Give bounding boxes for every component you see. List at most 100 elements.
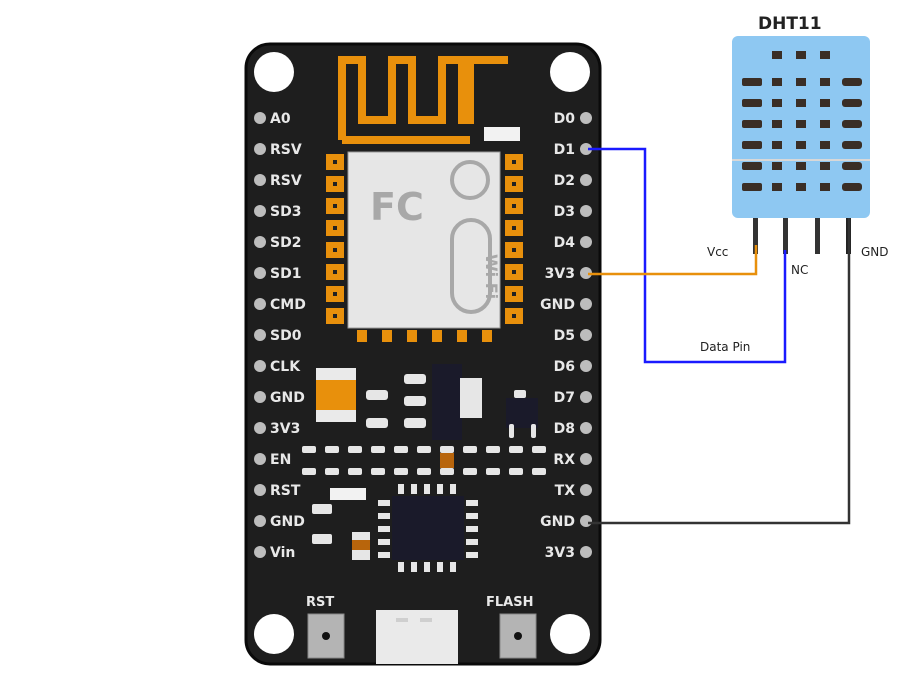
vcc-wire (588, 245, 758, 276)
pin-label: SD1 (270, 266, 301, 282)
grille-slot (742, 141, 762, 149)
chip-pin (437, 484, 443, 494)
smd-pad (312, 534, 332, 544)
grille-slot (796, 141, 806, 149)
gnd-label: GND (861, 245, 889, 259)
pad-hole (333, 226, 337, 230)
grille-slot (742, 162, 762, 170)
grille-slot (796, 120, 806, 128)
header-pin (580, 329, 592, 341)
grille-slot (820, 120, 830, 128)
pin-label: 3V3 (270, 421, 300, 437)
pad-hole (512, 204, 516, 208)
grille-slot (820, 51, 830, 59)
micro-usb-connector (376, 610, 458, 664)
pad-hole (512, 292, 516, 296)
header-pin (254, 484, 266, 496)
pad-hole (512, 160, 516, 164)
pin-label: GND (540, 514, 575, 530)
header-pin (580, 298, 592, 310)
chip-pin (378, 513, 390, 519)
fcc-logo: FC (370, 185, 424, 229)
pad-hole (512, 248, 516, 252)
header-pin (254, 360, 266, 372)
pin-label: GND (540, 297, 575, 313)
smd-pad (532, 446, 546, 453)
pin-label: D1 (554, 142, 575, 158)
pad-hole (333, 204, 337, 208)
smd-pad (417, 446, 431, 453)
chip-pin (424, 484, 430, 494)
pin-label: D6 (554, 359, 575, 375)
grille-slot (742, 183, 762, 191)
smd-pad (417, 468, 431, 475)
pad-hole (512, 182, 516, 186)
chip-pin (466, 526, 478, 532)
pad-hole (333, 160, 337, 164)
resistor-band (440, 453, 454, 468)
chip-pins (378, 484, 478, 572)
smd-pad (460, 378, 482, 418)
smd-pad (302, 468, 316, 475)
pin-label: D7 (554, 390, 575, 406)
pin-label: SD3 (270, 204, 301, 220)
pin-label: Vin (270, 545, 295, 561)
grille-slot (842, 120, 862, 128)
module-pad (432, 330, 442, 342)
pin-label: SD0 (270, 328, 302, 344)
chip-pin (450, 562, 456, 572)
data-wire (588, 147, 787, 364)
header-pin (580, 267, 592, 279)
chip-pin (466, 500, 478, 506)
grille-slot (820, 99, 830, 107)
smd-pad (404, 396, 426, 406)
chip-pin (378, 539, 390, 545)
smd-pad (486, 446, 500, 453)
grille-slot (796, 51, 806, 59)
module-pads (326, 154, 523, 342)
smd-pad (532, 468, 546, 475)
grille-slot (742, 78, 762, 86)
pad-hole (512, 270, 516, 274)
chip-pin (437, 562, 443, 572)
gnd-wire (588, 218, 851, 525)
header-pin (580, 515, 592, 527)
pin-label: D5 (554, 328, 575, 344)
header-pin (580, 422, 592, 434)
smd-pad (325, 468, 339, 475)
smd-pad (394, 446, 408, 453)
led (484, 127, 520, 141)
antenna-trace (338, 56, 508, 140)
header-pin (580, 143, 592, 155)
transistor (506, 398, 538, 428)
pin-label: RX (553, 452, 575, 468)
nc-label: NC (791, 263, 808, 277)
header-pin (254, 515, 266, 527)
grille-slot (796, 183, 806, 191)
grille-slot (796, 162, 806, 170)
chip-pin (466, 513, 478, 519)
smd-pad (509, 468, 523, 475)
smd-pad (348, 468, 362, 475)
smd-pad (366, 418, 388, 428)
smd-pad (440, 446, 454, 453)
grille-slot (820, 141, 830, 149)
pin-label: TX (555, 483, 576, 499)
chip-pin (378, 552, 390, 558)
pin-label: D2 (554, 173, 575, 189)
button-dot (514, 632, 522, 640)
resistor-row (302, 446, 546, 475)
chip-pin (378, 500, 390, 506)
chip-pin (450, 484, 456, 494)
pin-label: EN (270, 452, 291, 468)
grille-slot (842, 99, 862, 107)
header-pin (254, 453, 266, 465)
header-pin (580, 391, 592, 403)
grille-slot (742, 99, 762, 107)
pin-label: RSV (270, 142, 302, 158)
header-pin (254, 236, 266, 248)
pad-hole (333, 314, 337, 318)
grille-slot (820, 162, 830, 170)
smd-pad (509, 446, 523, 453)
grille-slot (772, 120, 782, 128)
